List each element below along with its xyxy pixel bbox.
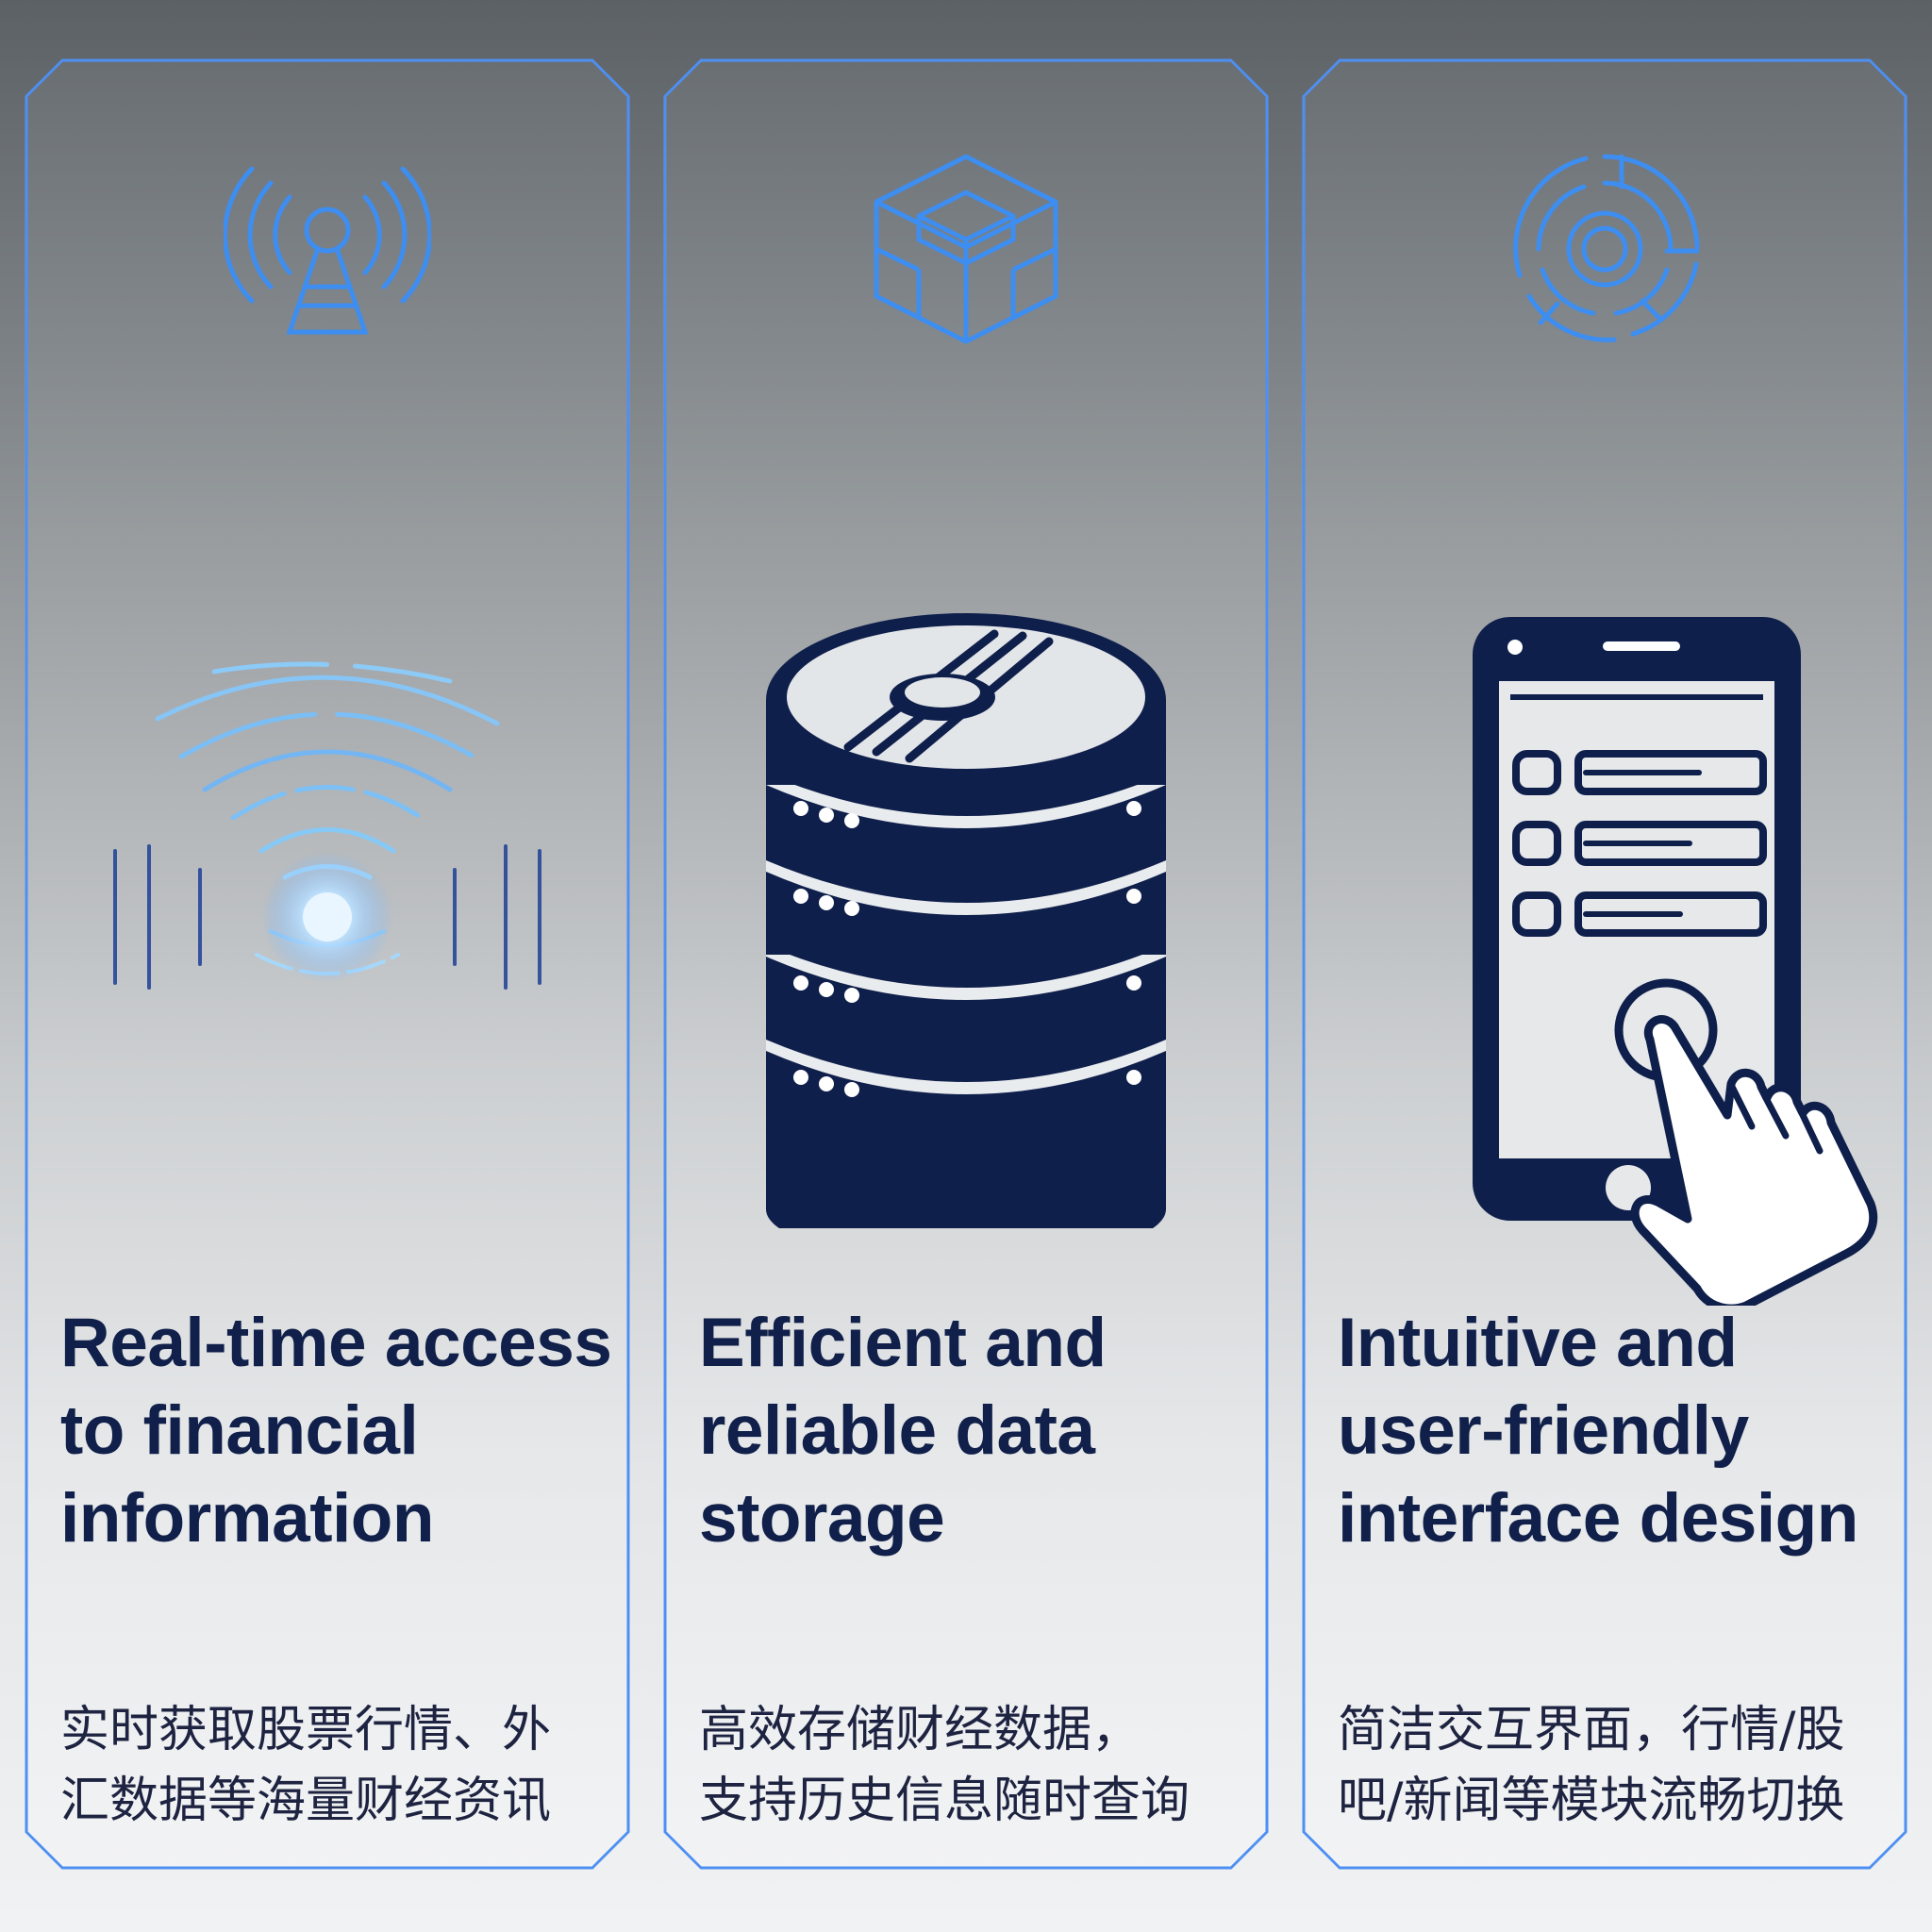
modular-cube-icon — [862, 145, 1070, 353]
smartphone-touch-icon — [1331, 551, 1878, 1306]
broadcast-tower-icon — [224, 145, 431, 353]
feature-title: Efficient and reliable data storage — [699, 1305, 1107, 1557]
feature-title: Real-time access to financial informatio… — [60, 1305, 612, 1557]
feature-title: Intuitive and user-friendly interface de… — [1338, 1305, 1858, 1557]
segmented-circle-icon — [1501, 145, 1708, 353]
audio-waveform-signal-icon — [44, 634, 610, 1162]
feature-card-interface-design: Intuitive and user-friendly interface de… — [1302, 58, 1907, 1870]
database-server-stack-icon — [758, 606, 1174, 1228]
server-layer-4 — [766, 945, 1166, 1041]
feature-description: 实时获取股票行情、外 汇数据等海量财经资讯 — [60, 1702, 552, 1829]
feature-description: 高效存储财经数据， 支持历史信息随时查询 — [699, 1702, 1191, 1829]
feature-description: 简洁交互界面，行情/股 吧/新闻等模块流畅切换 — [1338, 1702, 1845, 1829]
feature-card-realtime-access: Real-time access to financial informatio… — [25, 58, 630, 1870]
feature-card-data-storage: Efficient and reliable data storage 高效存储… — [663, 58, 1269, 1870]
